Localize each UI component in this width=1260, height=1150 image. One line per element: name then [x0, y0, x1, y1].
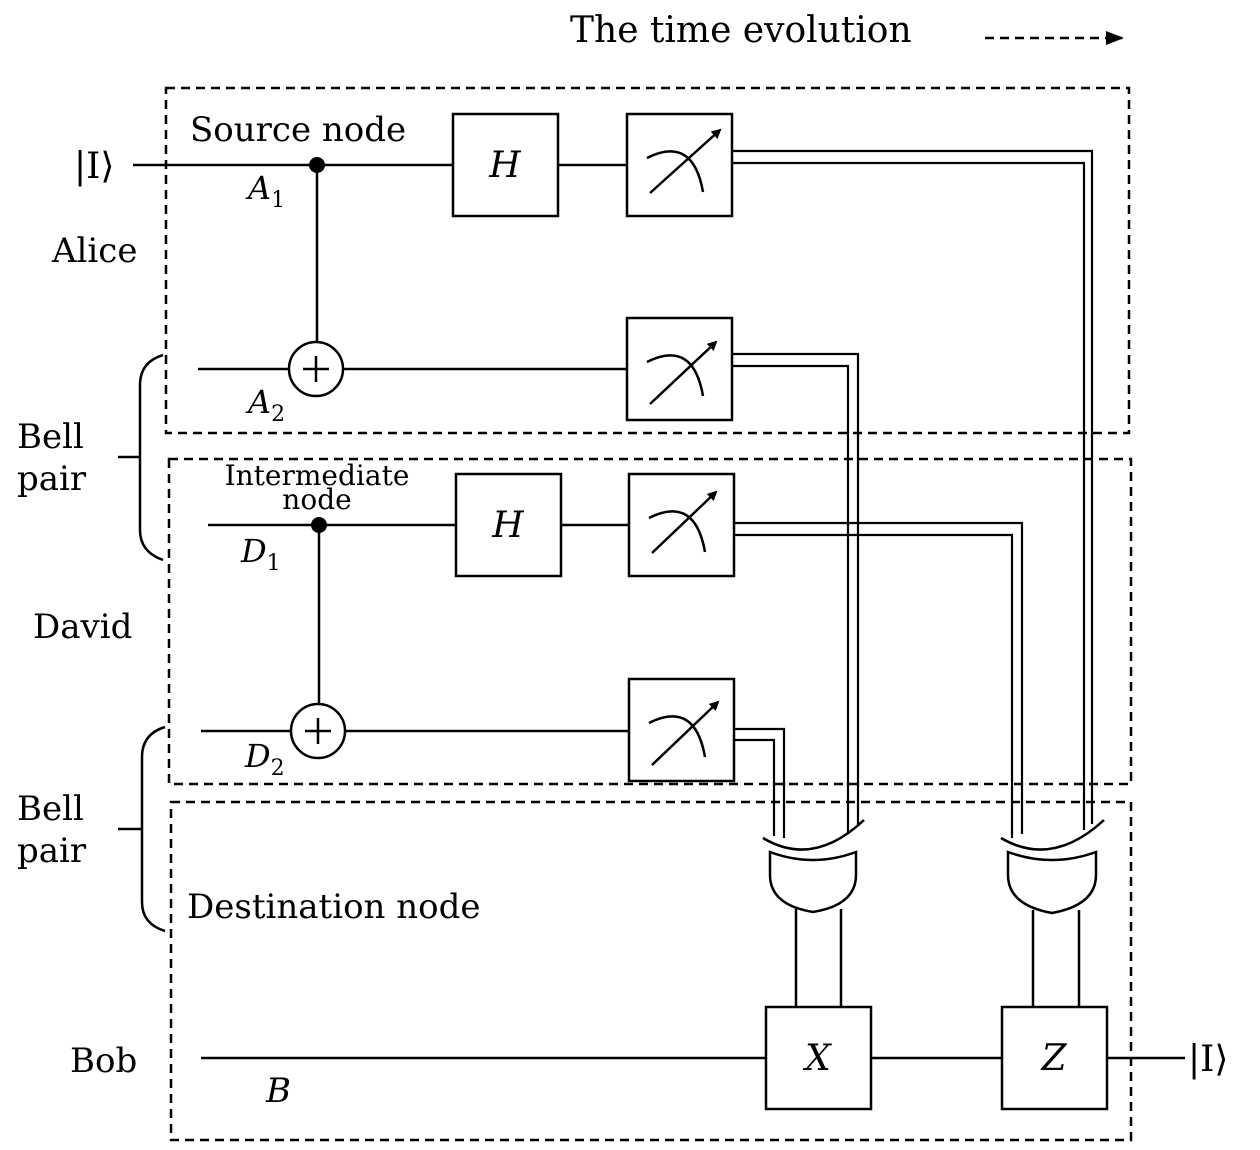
- measurement-d2: [627, 677, 736, 783]
- input-state-label: |I⟩: [74, 146, 114, 187]
- party-bob: Bob: [70, 1041, 137, 1081]
- bell-pair-top-line1: Bell: [17, 417, 84, 457]
- classical-wire-a2-to-x: [732, 352, 860, 834]
- z-gate: [1000, 1005, 1109, 1111]
- source-node-label: Source node: [190, 110, 406, 150]
- measurement-a2: [625, 316, 734, 422]
- qubit-label-a2: A2: [245, 383, 285, 427]
- bell-pair-bottom-line1: Bell: [17, 789, 84, 829]
- party-david: David: [33, 607, 132, 647]
- qubit-label-a1: A1: [245, 169, 285, 213]
- meter-icon: [648, 510, 707, 553]
- cnot-david-control-dot: [311, 517, 327, 533]
- destination-node-label: Destination node: [187, 887, 481, 927]
- meter-needle-icon: [649, 128, 722, 194]
- source-node-box: [164, 86, 1131, 435]
- cnot-alice-control-dot: [309, 157, 325, 173]
- x-gate-label: X: [802, 1038, 832, 1079]
- hadamard-gate-david-label: H: [491, 505, 524, 546]
- z-gate-label: Z: [1040, 1038, 1067, 1079]
- meter-needle-icon: [651, 700, 720, 766]
- xor-gate-x: [762, 819, 865, 914]
- bell-pair-brace-bottom: [118, 725, 166, 933]
- bell-pair-bottom-line2: pair: [17, 831, 87, 871]
- intermediate-node-box: [167, 457, 1133, 786]
- hadamard-gate-alice-label: H: [488, 145, 521, 186]
- classical-wire-d1-to-z: [734, 521, 1024, 838]
- qubit-label-d1: D1: [240, 532, 281, 576]
- xor-gate-z: [1000, 819, 1105, 915]
- x-gate: [764, 1005, 873, 1111]
- cnot-david-plus: [305, 718, 331, 744]
- meter-icon: [646, 354, 705, 397]
- intermediate-node-label-line2: node: [282, 483, 351, 516]
- destination-node-box: [169, 800, 1133, 1142]
- bell-pair-brace-top: [118, 353, 164, 562]
- meter-needle-icon: [649, 340, 718, 405]
- qubit-label-d2: D2: [244, 737, 285, 781]
- party-alice: Alice: [51, 231, 137, 271]
- classical-wire-xor-to-z: [1031, 910, 1081, 1007]
- qubit-label-b: B: [265, 1071, 291, 1111]
- hadamard-gate-david: [454, 472, 563, 578]
- output-state-label: |I⟩: [1188, 1039, 1228, 1080]
- classical-wire-a1-to-z: [732, 149, 1094, 830]
- meter-icon: [646, 150, 705, 193]
- intermediate-node-label-line1: Intermediate: [225, 459, 410, 492]
- meter-icon: [648, 715, 707, 758]
- meter-needle-icon: [651, 490, 718, 554]
- cnot-alice-plus: [303, 356, 329, 382]
- time-evolution-label: The time evolution: [570, 10, 912, 51]
- classical-wire-d2-to-x: [734, 727, 786, 838]
- classical-wire-xor-to-x: [794, 909, 843, 1007]
- bell-pair-top-line2: pair: [17, 459, 87, 499]
- hadamard-gate-alice: [451, 112, 560, 218]
